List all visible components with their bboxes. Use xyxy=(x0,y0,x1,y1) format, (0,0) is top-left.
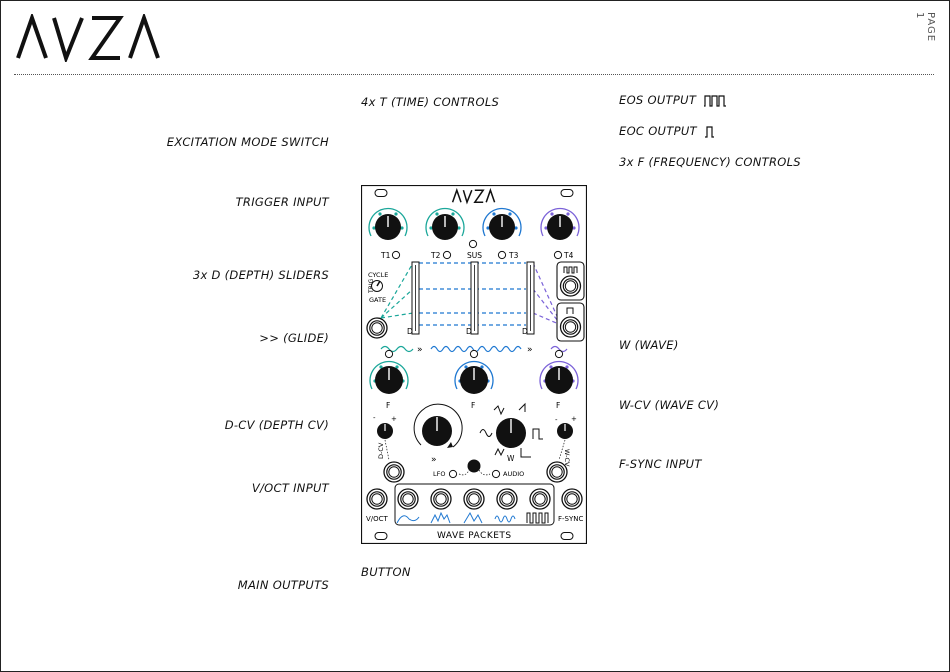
glide-knob-icon: » xyxy=(431,455,437,465)
label-t2: T2 xyxy=(430,251,441,260)
callout-eos-output: EOS OUTPUT xyxy=(619,93,727,107)
depth-slider-3[interactable] xyxy=(526,261,535,335)
pulse-train-icon xyxy=(704,94,727,107)
module-panel-drawing: T1 T2 SUS T3 T4 TRIG CYCLE GATE xyxy=(361,185,587,544)
glide-icon-2: » xyxy=(527,345,533,355)
knob-t2[interactable] xyxy=(425,207,465,240)
panel-screw xyxy=(374,532,388,540)
panel-screw xyxy=(374,189,388,197)
callout-depth-cv: D-CV (DEPTH CV) xyxy=(224,418,329,432)
wave-knob[interactable] xyxy=(496,418,526,448)
knob-t1[interactable] xyxy=(368,207,408,240)
label-f-2: F xyxy=(471,401,475,410)
knob-t3[interactable] xyxy=(482,207,522,240)
label-wcv-plus: + xyxy=(571,415,577,423)
label-w: W xyxy=(507,454,515,463)
trigger-input-jack[interactable] xyxy=(366,317,388,339)
panel-screw xyxy=(560,189,574,197)
depth-slider-1[interactable] xyxy=(411,261,420,335)
knob-t4[interactable] xyxy=(540,207,580,240)
label-lfo: LFO xyxy=(433,470,445,478)
panel-logo xyxy=(451,187,496,205)
glide-icon-1: » xyxy=(417,345,423,355)
callout-excitation-mode: EXCITATION MODE SWITCH xyxy=(166,135,329,149)
callout-depth-sliders: 3x D (DEPTH) SLIDERS xyxy=(192,268,329,282)
label-sus: SUS xyxy=(467,251,482,260)
callout-voct-input: V/OCT INPUT xyxy=(251,481,329,495)
label-dcv: D-CV xyxy=(377,442,385,459)
depth-slider-2[interactable] xyxy=(470,261,479,335)
knob-f2[interactable] xyxy=(454,360,494,394)
label-cycle: CYCLE xyxy=(368,271,388,279)
callout-eos-label: EOS OUTPUT xyxy=(619,93,697,107)
wave-shape-icons xyxy=(479,402,543,458)
callout-button: BUTTON xyxy=(361,565,411,579)
callout-wave-cv: W-CV (WAVE CV) xyxy=(619,398,720,412)
callout-eoc-label: EOC OUTPUT xyxy=(619,124,697,138)
callout-wave: W (WAVE) xyxy=(619,338,679,352)
label-dcv-plus: + xyxy=(391,415,397,423)
main-output-jack-5[interactable] xyxy=(529,488,551,510)
module-panel: T1 T2 SUS T3 T4 TRIG CYCLE GATE xyxy=(361,185,587,544)
led-f-3 xyxy=(554,349,564,359)
logo-mark xyxy=(16,11,160,65)
wcv-input-jack[interactable] xyxy=(546,461,568,483)
led-audio xyxy=(491,469,501,479)
led-t3 xyxy=(497,250,507,260)
dcv-attenuverter-knob[interactable] xyxy=(377,423,393,439)
label-f-3: F xyxy=(556,401,560,410)
fsync-input-jack[interactable] xyxy=(561,488,583,510)
main-output-jack-4[interactable] xyxy=(496,488,518,510)
header-divider xyxy=(14,74,934,75)
page-number: PAGE 1 xyxy=(914,12,936,43)
label-fsync: F-SYNC xyxy=(558,515,584,523)
brand-logo xyxy=(16,11,166,66)
knob-f1[interactable] xyxy=(369,360,409,394)
excitation-mode-switch[interactable] xyxy=(371,280,383,292)
label-t3: T3 xyxy=(508,251,519,260)
led-t4 xyxy=(553,250,563,260)
label-dcv-minus: - xyxy=(373,414,376,422)
led-f-2 xyxy=(469,349,479,359)
glide-knob[interactable] xyxy=(413,403,463,448)
label-audio: AUDIO xyxy=(503,470,524,478)
label-wcv-minus: - xyxy=(555,416,558,424)
callout-main-outputs: MAIN OUTPUTS xyxy=(237,578,329,592)
led-lfo xyxy=(448,469,458,479)
callout-fsync-input: F-SYNC INPUT xyxy=(619,457,702,471)
label-wave-packets: WAVE PACKETS xyxy=(437,531,512,541)
knob-f3[interactable] xyxy=(539,360,579,394)
callout-time-controls: 4x T (TIME) CONTROLS xyxy=(361,95,500,109)
main-output-jack-1[interactable] xyxy=(397,488,419,510)
mode-button[interactable] xyxy=(467,459,481,473)
label-voct: V/OCT xyxy=(366,515,389,523)
led-f-1 xyxy=(384,349,394,359)
main-output-jack-3[interactable] xyxy=(463,488,485,510)
wcv-attenuverter-knob[interactable] xyxy=(557,423,573,439)
panel-screw xyxy=(560,532,574,540)
dcv-input-jack[interactable] xyxy=(383,461,405,483)
label-f-1: F xyxy=(386,401,390,410)
eoc-output-jack[interactable] xyxy=(556,302,585,342)
label-t4: T4 xyxy=(563,251,574,260)
label-wcv: W-CV xyxy=(563,449,571,467)
voct-input-jack[interactable] xyxy=(366,488,388,510)
callout-glide: >> (GLIDE) xyxy=(259,331,329,345)
callout-frequency-controls: 3x F (FREQUENCY) CONTROLS xyxy=(619,155,801,169)
led-t1 xyxy=(391,250,401,260)
label-gate: GATE xyxy=(369,296,386,304)
callout-trigger-input: TRIGGER INPUT xyxy=(235,195,329,209)
led-sus xyxy=(468,239,478,249)
label-d-1: D xyxy=(407,327,413,336)
label-t1: T1 xyxy=(380,251,391,260)
output-wave-icons xyxy=(396,511,549,524)
single-pulse-icon xyxy=(704,125,714,138)
label-d-3: D xyxy=(522,327,528,336)
main-output-jack-2[interactable] xyxy=(430,488,452,510)
eos-output-jack[interactable] xyxy=(556,261,585,301)
led-t2 xyxy=(442,250,452,260)
callout-eoc-output: EOC OUTPUT xyxy=(619,124,715,138)
label-d-2: D xyxy=(466,327,472,336)
